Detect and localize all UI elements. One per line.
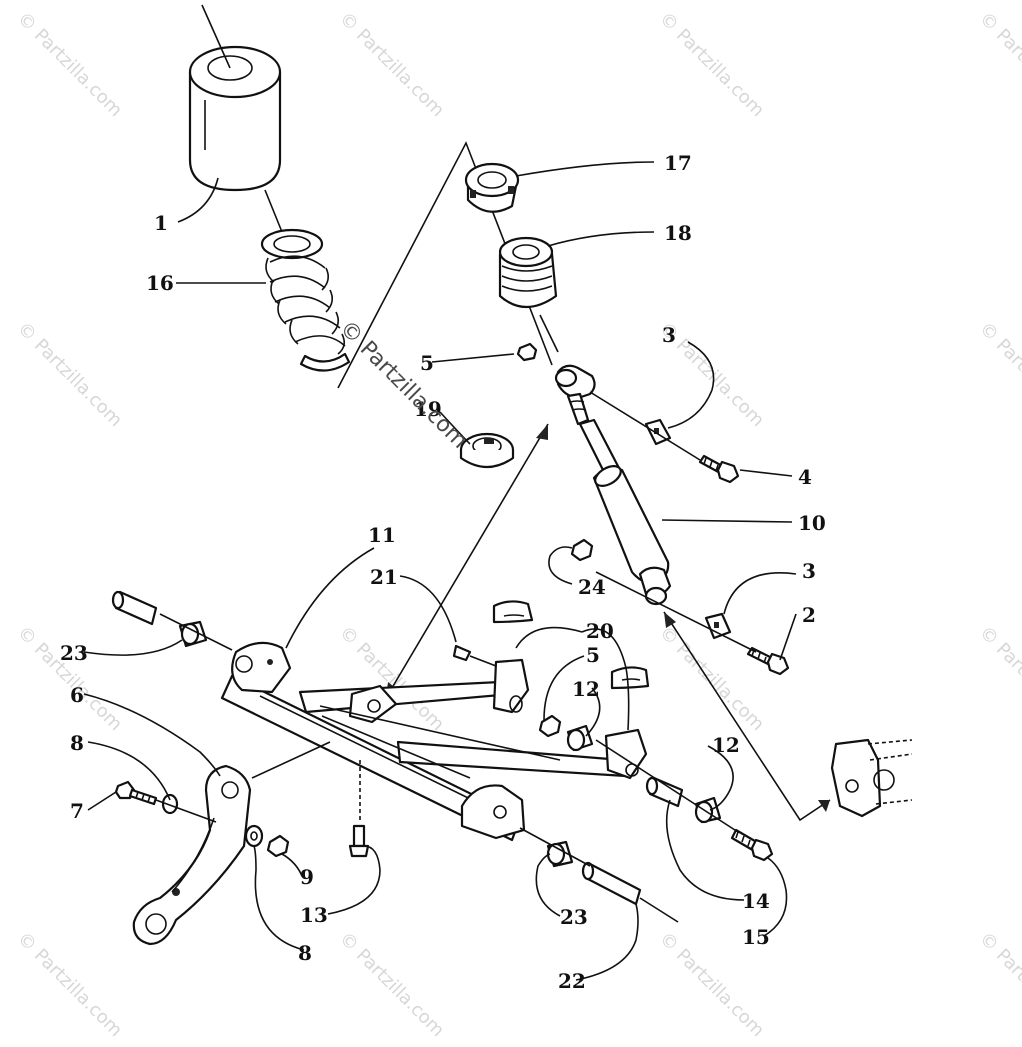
assembly-arrow-lower xyxy=(663,611,831,822)
callout-3-lower: 3 xyxy=(802,559,816,583)
nut-part-24[interactable] xyxy=(570,538,594,562)
callout-7: 7 xyxy=(70,799,84,823)
callout-21: 21 xyxy=(370,565,398,589)
mount-cap-part-20-upper[interactable] xyxy=(492,600,534,624)
mount-cap-part-20-lower[interactable] xyxy=(610,666,650,690)
callout-6: 6 xyxy=(70,683,84,707)
lower-retainer-part-19[interactable] xyxy=(459,432,515,469)
callout-1: 1 xyxy=(154,211,168,235)
callout-14: 14 xyxy=(742,889,770,913)
bump-stop-part-18[interactable] xyxy=(498,236,559,353)
bushing-part-12-left[interactable] xyxy=(566,724,594,752)
callout-15: 15 xyxy=(742,925,770,949)
bolt-part-21[interactable] xyxy=(452,644,497,667)
spacer-part-14[interactable] xyxy=(645,776,684,808)
callout-12-right: 12 xyxy=(712,733,740,757)
callout-9: 9 xyxy=(300,865,314,889)
callout-13: 13 xyxy=(300,903,328,927)
drop-arm-part-6[interactable] xyxy=(132,741,331,946)
shock-absorber-part-10[interactable] xyxy=(554,364,672,606)
grease-fitting-part-13[interactable] xyxy=(348,760,370,858)
nut-part-9[interactable] xyxy=(266,834,290,858)
callout-2: 2 xyxy=(802,603,816,627)
callout-5-lower: 5 xyxy=(586,643,600,667)
callout-8-lower: 8 xyxy=(298,941,312,965)
washer-part-8-upper[interactable] xyxy=(161,793,179,815)
leader-lines xyxy=(83,161,797,981)
pin-part-23-upper[interactable] xyxy=(111,590,158,626)
callout-16: 16 xyxy=(146,271,174,295)
callout-11: 11 xyxy=(368,523,396,547)
bolt-part-7[interactable] xyxy=(114,780,158,806)
callout-labels: 1 16 17 18 5 19 3 4 10 11 21 24 3 2 20 5… xyxy=(60,151,826,993)
callout-22: 22 xyxy=(558,969,586,993)
callout-19: 19 xyxy=(414,397,442,421)
suspension-arm-part-11[interactable] xyxy=(220,641,648,842)
callout-8-upper: 8 xyxy=(70,731,84,755)
callout-3-upper: 3 xyxy=(662,323,676,347)
callout-12-left: 12 xyxy=(572,677,600,701)
shock-cover-part-1[interactable] xyxy=(188,4,283,233)
nut-part-5-lower[interactable] xyxy=(538,714,562,738)
frame-bracket xyxy=(830,738,913,818)
bolt-part-15[interactable] xyxy=(730,828,774,862)
callout-23-lower: 23 xyxy=(560,905,588,929)
pin-part-22[interactable] xyxy=(581,861,679,923)
bolt-part-2[interactable] xyxy=(746,646,790,676)
callout-10: 10 xyxy=(798,511,826,535)
spring-part-16[interactable] xyxy=(260,228,351,372)
nut-part-5-upper[interactable] xyxy=(516,342,538,362)
callout-17: 17 xyxy=(664,151,692,175)
callout-23-upper: 23 xyxy=(60,641,88,665)
callout-4: 4 xyxy=(798,465,812,489)
washer-part-8-lower[interactable] xyxy=(244,824,264,848)
spring-retainer-part-17[interactable] xyxy=(464,162,520,213)
callout-5-upper: 5 xyxy=(420,351,434,375)
callout-20: 20 xyxy=(586,619,614,643)
bushing-part-3-lower[interactable] xyxy=(704,612,732,640)
bushing-part-3-upper[interactable] xyxy=(644,418,672,446)
callout-24: 24 xyxy=(578,575,606,599)
bolt-part-4[interactable] xyxy=(698,454,740,484)
callout-18: 18 xyxy=(664,221,692,245)
